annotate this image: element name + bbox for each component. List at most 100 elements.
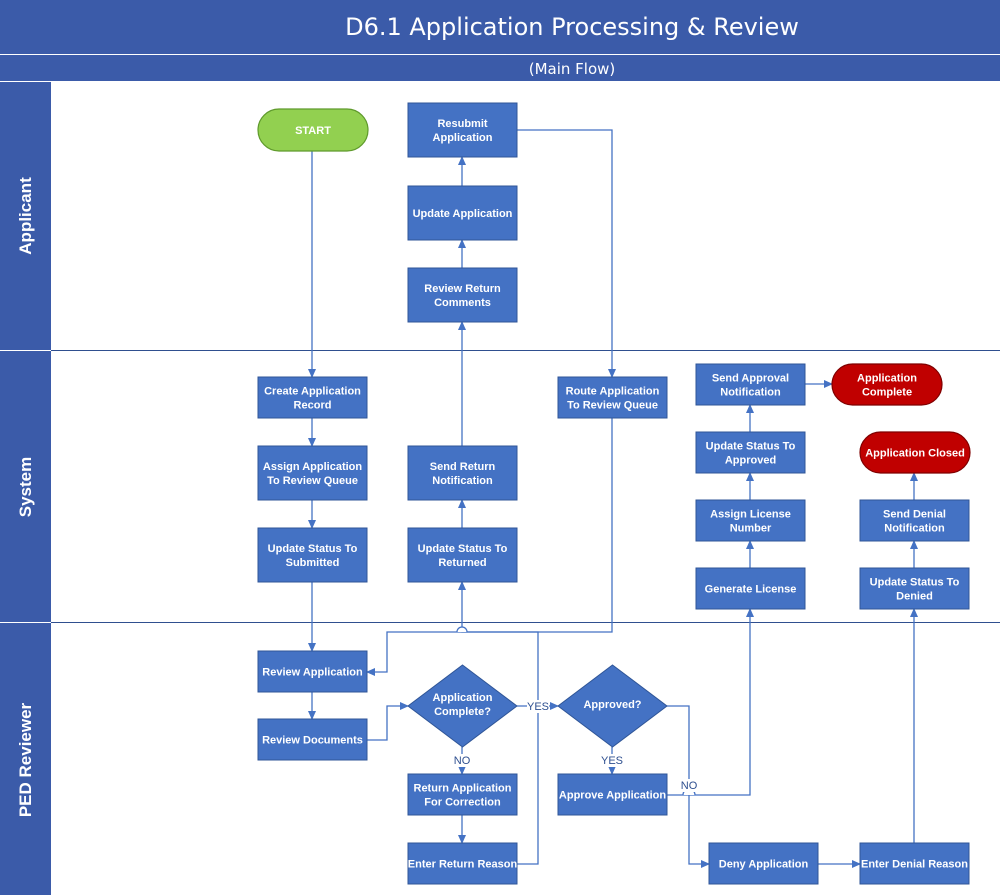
node-label-line: For Correction	[424, 797, 501, 809]
process-box	[557, 773, 668, 816]
node-status-denied: Update Status To Denied	[859, 567, 970, 610]
node-label-line: Submitted	[286, 557, 340, 569]
node-label-line: Application Closed	[865, 448, 965, 460]
node-enter-denial: Enter Denial Reason	[859, 842, 970, 885]
edge-label-no-complete: NO	[454, 755, 471, 767]
node-start: START	[257, 108, 369, 152]
process-box	[257, 376, 368, 419]
edge-label-bg	[451, 754, 473, 767]
end-terminator	[859, 431, 971, 474]
node-label-line: Return Application	[414, 783, 512, 795]
node-label-line: Number	[730, 523, 772, 535]
node-label-line: Comments	[434, 297, 491, 309]
node-label-line: Notification	[720, 387, 781, 399]
process-box	[257, 718, 368, 761]
start-terminator	[257, 108, 369, 152]
node-review-docs: Review Documents	[257, 718, 368, 761]
node-label-line: Assign License	[710, 509, 791, 521]
process-box	[859, 499, 970, 542]
node-label-line: Update Application	[413, 208, 513, 220]
node-approved-q: Approved?	[557, 664, 668, 748]
process-box	[257, 650, 368, 693]
node-label-line: Denied	[896, 591, 933, 603]
node-deny-app: Deny Application	[708, 842, 819, 885]
node-app-closed: Application Closed	[859, 431, 971, 474]
node-label-line: Application	[433, 132, 493, 144]
node-update-app: Update Application	[407, 185, 518, 241]
edge-label-no-approved: NO	[681, 780, 698, 792]
node-route-queue: Route Application To Review Queue	[557, 376, 668, 419]
process-box	[695, 567, 806, 610]
edge-label-bg	[601, 754, 623, 767]
process-box	[695, 431, 806, 474]
edge-route-queue-to-review-app	[366, 418, 613, 676]
node-label-line: START	[295, 125, 331, 137]
node-label-line: Send Approval	[712, 373, 789, 385]
process-box	[708, 842, 819, 885]
node-approve-app: Approve Application	[557, 773, 668, 816]
edge-crossing-hop	[456, 626, 468, 633]
lane-header-applicant	[0, 82, 51, 350]
edge-label-yes-approved: YES	[601, 755, 623, 767]
diagram-title: D6.1 Application Processing & Review	[345, 13, 799, 41]
node-label-line: Enter Denial Reason	[861, 859, 968, 871]
node-label-line: Update Status To	[706, 441, 796, 453]
node-label-line: Notification	[884, 523, 945, 535]
node-label-line: Enter Return Reason	[408, 859, 518, 871]
node-label-line: Application	[857, 373, 917, 385]
node-label-line: Application	[433, 692, 493, 704]
decision-diamond	[407, 664, 518, 748]
node-label-line: Record	[294, 400, 332, 412]
process-box	[407, 773, 518, 816]
end-terminator	[831, 363, 943, 406]
node-status-submitted: Update Status To Submitted	[257, 527, 368, 583]
lane-header-ped-reviewer	[0, 623, 51, 895]
lane-label-ped-reviewer: PED Reviewer	[16, 702, 35, 817]
node-label-line: Complete	[862, 387, 912, 399]
subtitle-bar	[0, 55, 1000, 81]
node-label-line: Resubmit	[437, 118, 487, 130]
title-bar	[0, 0, 1000, 54]
process-box	[859, 842, 970, 885]
node-label-line: Deny Application	[719, 859, 809, 871]
edge-label-bg	[527, 700, 549, 713]
process-box	[407, 185, 518, 241]
node-label-line: Review Application	[262, 667, 363, 679]
node-label-line: Approved	[725, 455, 776, 467]
node-label-line: Update Status To	[268, 543, 358, 555]
process-box	[407, 842, 518, 885]
process-box	[407, 267, 518, 323]
diagram-subtitle: (Main Flow)	[529, 60, 616, 78]
lane-label-system: System	[16, 457, 35, 517]
node-label-line: Route Application	[566, 386, 660, 398]
node-label-line: Review Documents	[262, 735, 363, 747]
node-label-line: Update Status To	[870, 577, 960, 589]
edge-label-bg	[678, 779, 700, 792]
lane-label-applicant: Applicant	[16, 177, 35, 255]
node-label-line: Create Application	[264, 386, 361, 398]
edge-approve-to-generate-license	[667, 608, 754, 796]
process-box	[407, 445, 518, 501]
node-label-line: To Review Queue	[567, 400, 658, 412]
decision-diamond	[557, 664, 668, 748]
node-label-line: Generate License	[705, 584, 797, 596]
node-label-line: Returned	[438, 557, 486, 569]
node-label-line: To Review Queue	[267, 475, 358, 487]
node-enter-return: Enter Return Reason	[407, 842, 518, 885]
node-review-app: Review Application	[257, 650, 368, 693]
lane-header-system	[0, 351, 51, 622]
edge-docs-to-complete-q	[367, 702, 409, 741]
edge-resubmit-to-route-queue	[517, 129, 616, 378]
